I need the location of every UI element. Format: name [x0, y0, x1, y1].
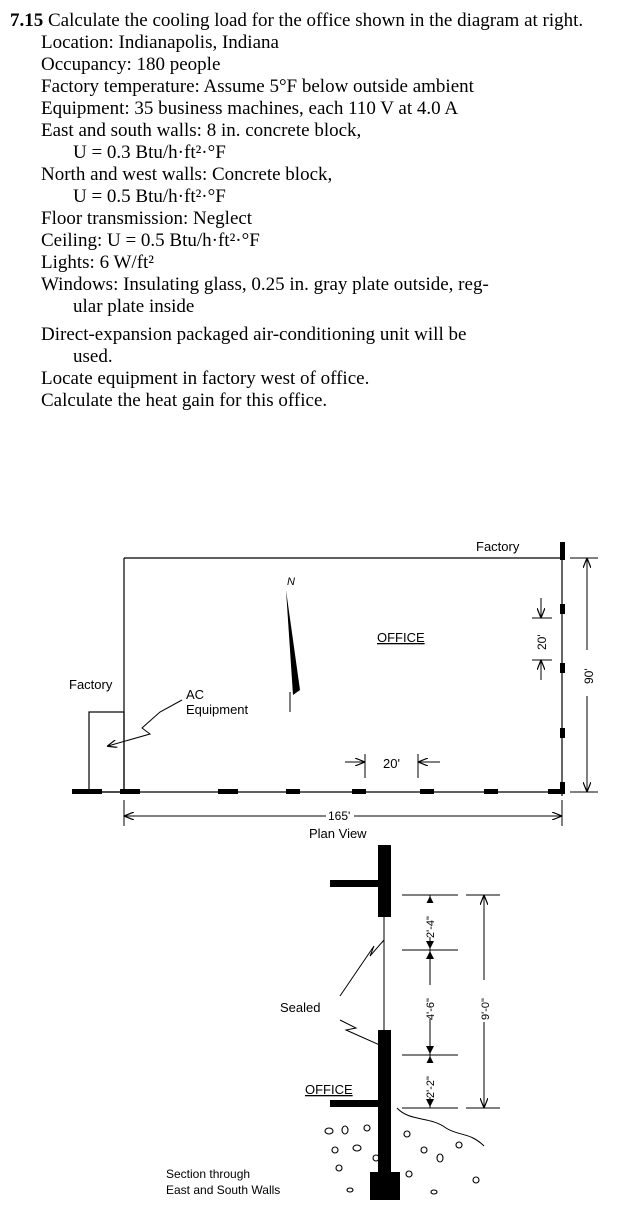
north-west-u-value: U = 0.5 Btu/h·ft²·°F [73, 186, 226, 207]
ac-leader-arrow [108, 699, 183, 746]
locate-line: Locate equipment in factory west of offi… [41, 368, 370, 389]
ceiling-line: Ceiling: U = 0.5 Btu/h·ft²·°F [41, 230, 260, 251]
problem-intro-text: Calculate the cooling load for the offic… [48, 10, 584, 31]
length-dim: 165' [328, 809, 350, 823]
ground-line [396, 1107, 485, 1147]
east-wall-segments [560, 542, 565, 794]
lights-line: Lights: 6 W/ft² [41, 252, 155, 273]
section-office-label: OFFICE [305, 1082, 353, 1097]
north-label: N [287, 576, 295, 588]
north-west-walls-line: North and west walls: Concrete block, [41, 164, 333, 185]
ac-equipment-box [88, 711, 125, 793]
sealed-leader-top [339, 939, 385, 997]
factory-top-label: Factory [476, 539, 520, 554]
windows-line-1: Windows: Insulating glass, 0.25 in. gray… [41, 274, 489, 295]
floor-line: Floor transmission: Neglect [41, 208, 253, 229]
problem-intro: 7.15 Calculate the cooling load for the … [10, 10, 614, 32]
sealed-leader-bottom [339, 1019, 383, 1047]
occupancy-line: Occupancy: 180 people [41, 54, 221, 75]
plan-view-caption: Plan View [309, 826, 367, 841]
east-south-walls-line: East and south walls: 8 in. concrete blo… [41, 120, 362, 141]
dim-top: 2'-4" [425, 916, 437, 938]
north-arrow-icon [286, 590, 300, 695]
section-caption-1: Section through [166, 1167, 250, 1181]
factory-left-label: Factory [69, 677, 113, 692]
gravel [324, 1124, 480, 1195]
dim-middle: 4'-6" [425, 998, 437, 1020]
windows-line-2: ular plate inside [73, 296, 195, 317]
east-south-u-value: U = 0.3 Btu/h·ft²·°F [73, 142, 226, 163]
problem-number: 7.15 [10, 10, 44, 31]
factory-temperature-line: Factory temperature: Assume 5°F below ou… [41, 76, 474, 97]
section-caption-2: East and South Walls [166, 1183, 280, 1197]
plan-office-label: OFFICE [377, 630, 425, 645]
problem-statement: 7.15 Calculate the cooling load for the … [10, 10, 614, 412]
ac-unit-line-1: Direct-expansion packaged air-conditioni… [41, 324, 467, 345]
calculate-line: Calculate the heat gain for this office. [41, 390, 328, 411]
dim-total: 9'-0" [480, 998, 492, 1020]
equipment-line: Equipment: 35 business machines, each 11… [41, 98, 459, 119]
footing [370, 1172, 400, 1200]
height-dim: 90' [582, 668, 596, 684]
window-dim-bottom: 20' [383, 756, 400, 771]
plan-view: Factory Factory N OFFICE AC Equipment 20… [69, 539, 598, 841]
dim-bottom: 2'-2" [425, 1076, 437, 1098]
window-dim-side: 20' [535, 634, 549, 650]
ac-label: AC [186, 687, 204, 702]
south-wall-segments [72, 789, 562, 794]
ac-unit-line-2: used. [73, 346, 113, 367]
equipment-label: Equipment [186, 702, 249, 717]
location-line: Location: Indianapolis, Indiana [41, 32, 279, 53]
sealed-label: Sealed [280, 1000, 320, 1015]
section-view: Sealed OFFICE 2'-4" 4'-6" 2'-2" 9'-0" Se… [166, 845, 500, 1200]
dim-ticks [426, 896, 434, 1107]
